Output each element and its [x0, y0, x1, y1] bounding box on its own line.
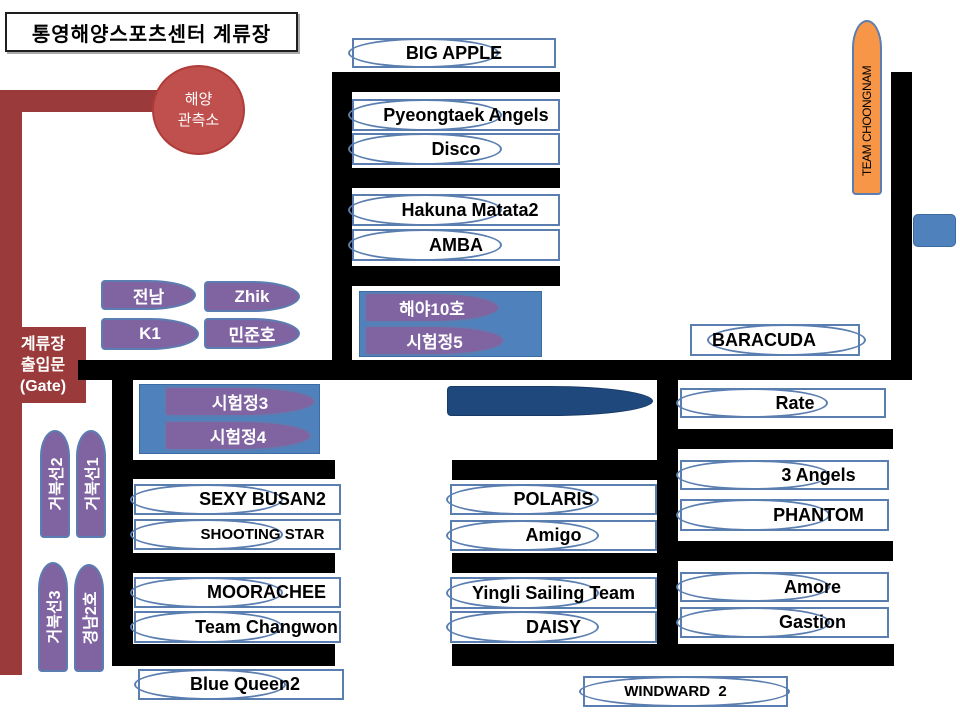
boat-label: MOORACHEE	[206, 582, 326, 602]
boat-geobukseon2: 거북선2	[40, 430, 70, 538]
boat-rate: Rate	[676, 388, 886, 418]
team-choongnam-boat: TEAM CHOONGNAM	[852, 20, 882, 195]
boat-label: SHOOTING STAR	[200, 526, 325, 543]
observatory: 해양 관측소	[152, 65, 245, 155]
boat-gastion: Gastion	[676, 607, 889, 638]
boat-polaris: POLARIS	[446, 484, 657, 515]
page-title: 통영해양스포츠센터 계류장	[5, 12, 298, 52]
boat-minjunho: 민준호	[204, 318, 300, 349]
upper-finger-2	[332, 168, 560, 188]
boat-haeya10ho: 해야10호	[364, 292, 500, 323]
middle-finger-2	[452, 553, 678, 573]
boat-amba: AMBA	[348, 229, 560, 261]
gate-line3: (Gate)	[19, 377, 67, 395]
boat-shooting-star: SHOOTING STAR	[130, 519, 341, 550]
boat-baracuda: BARACUDA	[690, 324, 866, 356]
boat-label: Rate	[775, 392, 815, 413]
boat-label: 경남2호	[83, 591, 100, 645]
middle-lower-stem	[657, 360, 678, 666]
boat-hakuna-matata2: Hakuna Matata2	[348, 194, 560, 226]
middle-finger-1	[452, 460, 678, 480]
boat-label: Disco	[431, 138, 481, 159]
boat-disco: Disco	[348, 133, 560, 165]
boat-siheomjeong5: 시험정5	[364, 325, 505, 356]
boat-amigo: Amigo	[446, 520, 657, 551]
boat-label: DAISY	[525, 616, 581, 637]
boat-geobukseon1: 거북선1	[76, 430, 106, 538]
boat-label: 거북선3	[47, 590, 64, 644]
boat-label: Gastion	[778, 612, 846, 632]
right-finger-2	[657, 541, 893, 561]
boat-label: SEXY BUSAN2	[199, 489, 326, 509]
boat-yingli-sailing-team: Yingli Sailing Team	[446, 577, 657, 609]
boat-label: Amore	[783, 576, 841, 597]
boat-zhik: Zhik	[204, 281, 300, 312]
left-finger-2	[112, 553, 335, 573]
boat-windward-2: WINDWARD 2	[579, 676, 790, 707]
observatory-line2: 관측소	[177, 112, 220, 129]
boat-label: Hakuna Matata2	[401, 199, 539, 220]
bottom-finger	[452, 644, 894, 666]
boat-label: 3 Angels	[781, 464, 856, 485]
boat-geobukseon3: 거북선3	[38, 562, 68, 672]
boat-k1: K1	[101, 318, 199, 350]
boat-team-changwon: Team Changwon	[130, 611, 341, 643]
boat-label: BARACUDA	[712, 329, 816, 350]
boat-label: WINDWARD 2	[624, 683, 727, 700]
right-finger-1	[657, 429, 893, 449]
upper-finger-3	[332, 266, 560, 286]
boat-phantom: PHANTOM	[676, 499, 889, 531]
gate-label: 계류장 출입문 (Gate)	[0, 327, 86, 403]
gate-line2: 출입문	[20, 356, 66, 374]
boat-siheomjeong4: 시험정4	[164, 420, 312, 451]
boat-siheomjeong3: 시험정3	[164, 386, 316, 417]
boat-label: 거북선1	[85, 457, 102, 511]
boat-label: POLARIS	[513, 489, 594, 509]
gate-walkway-top	[0, 90, 175, 112]
boat-label: AMBA	[429, 234, 483, 255]
team-choongnam-label: TEAM CHOONGNAM	[860, 66, 874, 177]
boat-gyeongnam2ho: 경남2호	[74, 564, 104, 672]
boat-label: Blue Queen2	[189, 674, 301, 694]
right-pier-stem	[891, 72, 912, 380]
boat-label: 거북선2	[49, 457, 66, 511]
boat-pyeongtaek-angels: Pyeongtaek Angels	[348, 99, 560, 131]
boat-label: Team Changwon	[195, 616, 338, 637]
upper-pier-stem	[332, 72, 352, 367]
boat-label: BIG APPLE	[405, 42, 503, 63]
boat-3-angels: 3 Angels	[676, 460, 889, 490]
navy-boat	[447, 386, 653, 416]
left-lower-stem	[112, 360, 133, 666]
left-finger-3	[112, 644, 335, 666]
boat-sexy-busan2: SEXY BUSAN2	[130, 484, 341, 515]
boat-label: Pyeongtaek Angels	[383, 104, 549, 125]
upper-finger-1	[332, 72, 560, 92]
boat-label: Yingli Sailing Team	[471, 582, 636, 603]
boat-moorachee: MOORACHEE	[130, 577, 341, 608]
boat-big-apple: BIG APPLE	[348, 38, 556, 68]
right-pier-dock	[913, 214, 956, 247]
boat-label: Amigo	[525, 525, 582, 545]
gate-line1: 계류장	[20, 335, 66, 353]
boat-blue-queen2: Blue Queen2	[134, 669, 344, 700]
main-pier	[78, 360, 912, 380]
boat-daisy: DAISY	[446, 611, 657, 643]
boat-jeonnam: 전남	[101, 280, 196, 310]
boat-label: PHANTOM	[773, 504, 864, 525]
left-finger-1	[112, 460, 335, 479]
observatory-line1: 해양	[184, 91, 213, 108]
boat-amore: Amore	[676, 572, 889, 602]
